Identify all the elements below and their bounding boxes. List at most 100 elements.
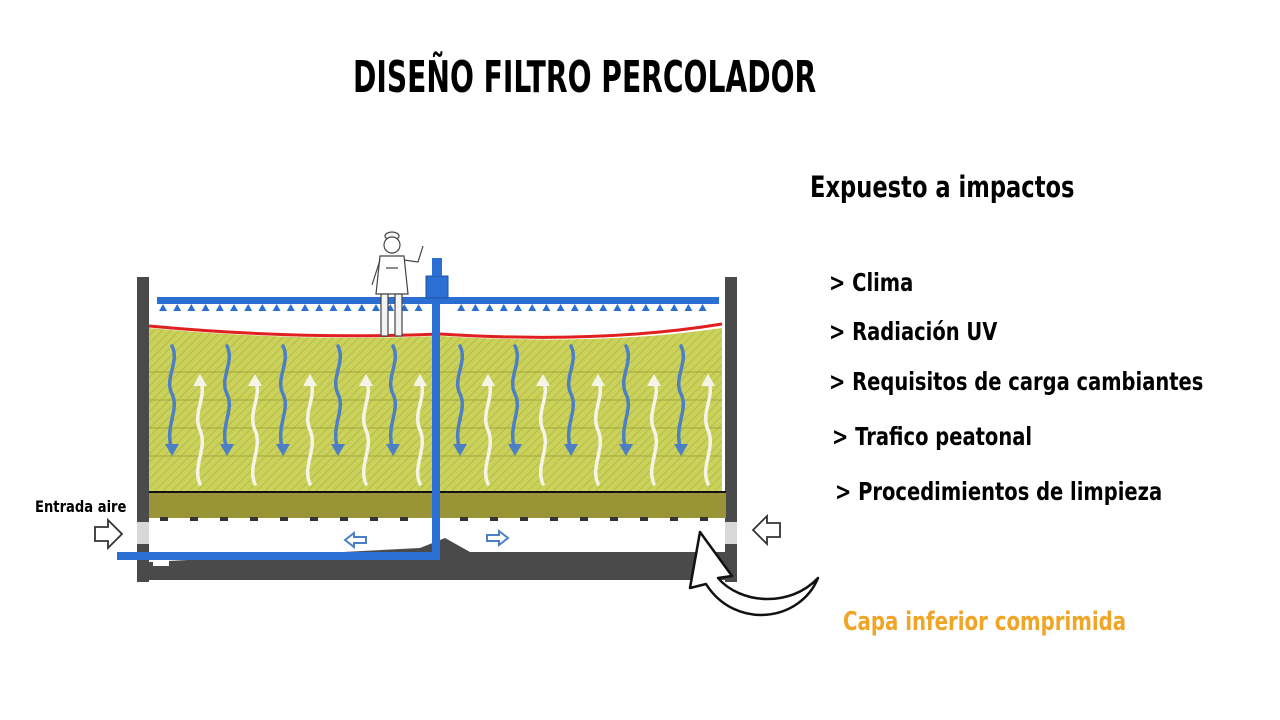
spray-nozzle [244,304,253,311]
air-flow-arrowhead [248,374,262,386]
spray-nozzle [528,304,537,311]
page-title: DISEÑO FILTRO PERCOLADOR [353,52,817,103]
air-flow-arrowhead [413,374,427,386]
air-arrow-icon [94,513,781,551]
water-flow-arrow [455,344,465,452]
worker-figure-icon [371,231,424,337]
water-flow-arrowhead [220,444,234,456]
feed-pipe-vertical [432,300,440,560]
air-flow-arrow [594,378,602,486]
spray-nozzle [570,304,579,311]
impacts-heading: Expuesto a impactos [810,170,1075,204]
impact-item-load: > Requisitos de carga cambiantes [829,367,1204,396]
water-flow-arrow [388,344,398,452]
impact-item-climate: > Clima [829,268,914,297]
water-flow-arrowhead [674,444,688,456]
air-flow-arrowhead [193,374,207,386]
spray-nozzle [315,304,324,311]
air-flow-arrowhead [481,374,495,386]
air-flow-arrow [704,378,712,486]
air-flow-arrowhead [591,374,605,386]
spray-nozzle [301,304,309,311]
spray-nozzle [542,304,551,311]
spray-nozzle [215,304,224,311]
compressed-layer-caption: Capa inferior comprimida [843,607,1127,637]
spray-nozzle [372,304,380,311]
spray-nozzle [258,304,267,311]
impact-item-traffic: > Trafico peatonal [832,422,1033,451]
air-flow-arrowhead [701,374,715,386]
water-flow-arrow [621,344,631,452]
spray-nozzle [514,304,522,311]
spray-nozzle [556,304,565,311]
spray-nozzle [599,304,608,311]
air-flow-arrow [306,378,314,486]
air-flow-arrowhead [647,374,661,386]
spray-nozzle [471,304,480,311]
spray-nozzle [457,304,466,311]
flow-arrow-icon [343,528,510,550]
air-flow-arrowhead [359,374,373,386]
air-flow-arrowhead [536,374,550,386]
water-flow-arrow [510,344,520,452]
air-flow-arrow [362,378,370,486]
spray-nozzle [343,304,352,311]
spray-nozzle [698,304,707,311]
flow-arrows [165,344,715,486]
center-column [425,275,449,299]
air-flow-arrowhead [303,374,317,386]
spray-nozzle [684,304,693,311]
spray-nozzle [230,304,238,311]
underdrain-blocks [160,517,708,521]
drain-outlet [153,560,169,566]
spray-nozzle [499,304,508,311]
spray-nozzles [159,304,707,311]
air-flow-arrow [416,378,424,486]
left-wall-opening [137,522,149,544]
water-flow-arrow [676,344,686,452]
air-flow-arrow [650,378,658,486]
air-flow-arrow [251,378,259,486]
spray-nozzle [173,304,182,311]
spray-nozzle [585,304,593,311]
spray-nozzle [357,304,366,311]
water-flow-arrowhead [165,444,179,456]
center-cap [432,258,442,276]
spray-nozzle [613,304,622,311]
air-flow-arrow [539,378,547,486]
water-flow-arrow [278,344,288,452]
spray-nozzle [272,304,281,311]
spray-nozzle [485,304,494,311]
curved-arrow-icon [688,530,820,617]
left-wall [137,277,149,582]
water-flow-arrowhead [508,444,522,456]
air-flow-arrow [196,378,204,486]
feed-pipe-horizontal [117,552,440,560]
right-wall-opening [725,522,737,544]
water-flow-arrowhead [386,444,400,456]
impact-item-uv: > Radiación UV [829,317,998,346]
water-flow-arrowhead [331,444,345,456]
spray-nozzle [187,304,196,311]
distribution-system [117,258,719,560]
water-flow-arrowhead [453,444,467,456]
spray-nozzle [329,304,338,311]
air-inlet-label: Entrada aire [35,497,127,516]
water-flow-arrow [333,344,343,452]
spray-nozzle [286,304,295,311]
spray-nozzle [641,304,650,311]
water-flow-arrow [167,344,177,452]
water-flow-arrowhead [619,444,633,456]
water-flow-arrowhead [276,444,290,456]
spray-nozzle [670,304,679,311]
water-flow-arrow [222,344,232,452]
spray-nozzle [201,304,210,311]
water-flow-arrowhead [564,444,578,456]
right-wall [725,277,737,582]
spray-nozzle [159,304,167,311]
spray-nozzle [656,304,664,311]
spray-nozzle [414,304,423,311]
spray-nozzle [627,304,636,311]
water-flow-arrow [566,344,576,452]
